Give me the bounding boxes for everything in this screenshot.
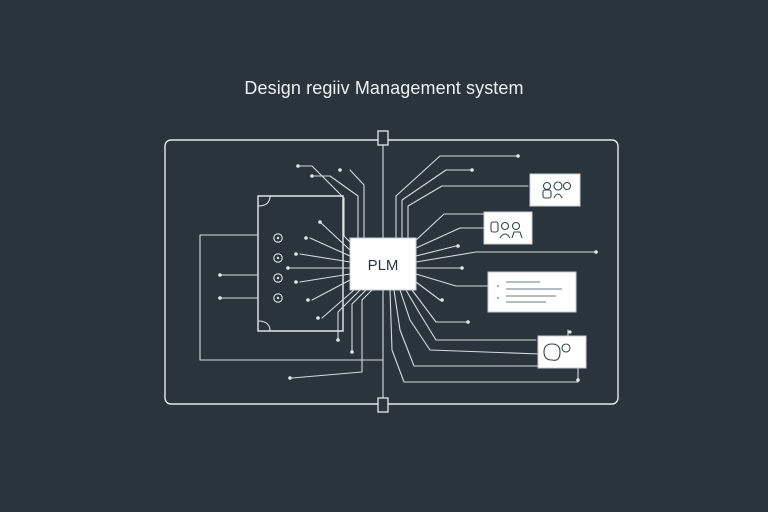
left-panel-bullets [273, 233, 283, 303]
people-icon [542, 181, 572, 199]
hub-left-wires [286, 164, 373, 380]
page-title: Design regiiv Management system [244, 78, 524, 98]
plm-hub-label: PLM [368, 257, 399, 274]
card-team [483, 211, 533, 245]
outer-frame [164, 139, 619, 405]
left-panel-notch-top [257, 195, 271, 207]
team-icon [490, 221, 523, 239]
card-people [529, 173, 581, 207]
document-list-icon [497, 281, 562, 303]
left-panel-notch-bottom [257, 320, 271, 332]
card-profile [537, 335, 587, 369]
plm-hub [349, 237, 417, 291]
top-connector [377, 130, 389, 146]
hub-right-wires [389, 154, 598, 383]
profile-icon [543, 343, 571, 361]
bottom-connector [377, 397, 389, 413]
left-external-wires [199, 234, 384, 361]
card-document-list [487, 271, 577, 313]
left-panel [257, 195, 344, 332]
